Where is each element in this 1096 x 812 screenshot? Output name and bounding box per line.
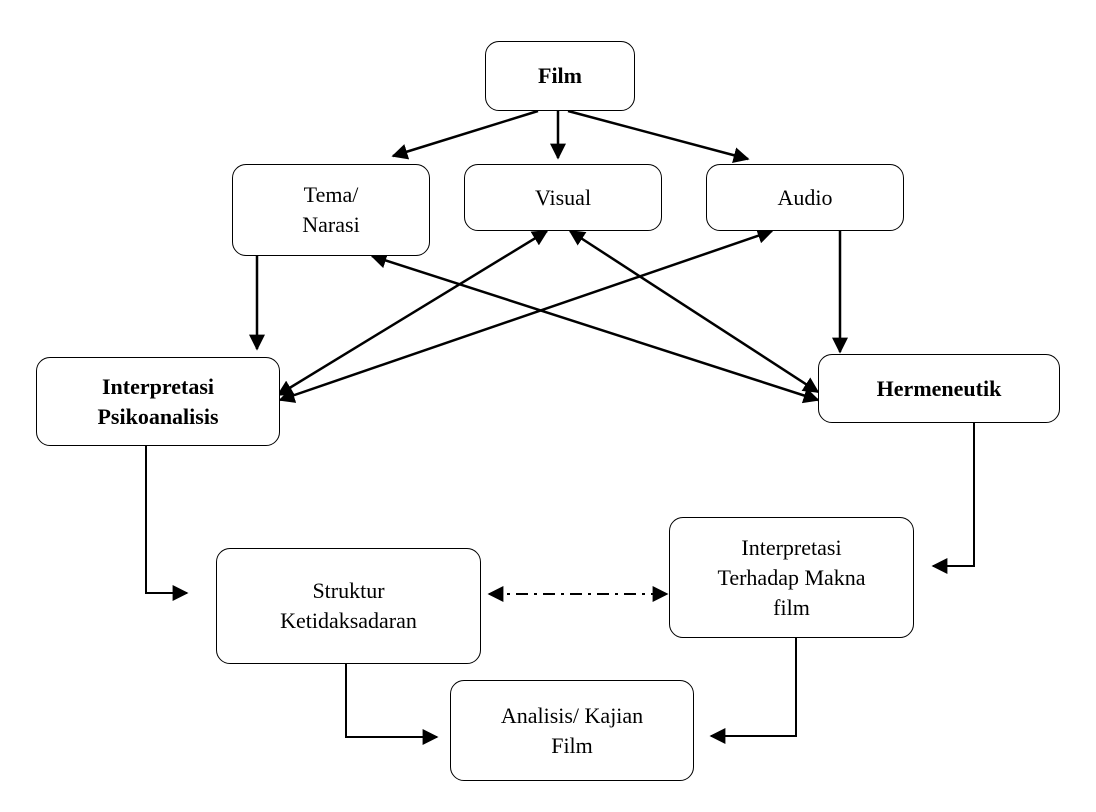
node-hermeneutik: Hermeneutik xyxy=(818,354,1060,423)
node-label-line: Interpretasi xyxy=(741,534,842,560)
node-label-line: Narasi xyxy=(302,212,360,237)
arrow-psikoanalisis-to-struktur xyxy=(145,446,189,601)
node-visual: Visual xyxy=(464,164,662,231)
node-label-line: Film xyxy=(551,732,593,758)
node-label-line: Interpretasi xyxy=(101,373,215,399)
node-label-line: Struktur xyxy=(312,578,385,603)
node-label-line: Terhadap Makna xyxy=(717,564,866,590)
node-label-line: Hermeneutik xyxy=(876,375,1002,401)
arrow-struktur-to-analisis xyxy=(345,664,439,745)
node-audio: Audio xyxy=(706,164,904,231)
node-label-line: Tema/ xyxy=(303,182,359,207)
node-tema-narasi: Tema/Narasi xyxy=(232,164,430,256)
arrow-film-to-tema xyxy=(391,109,539,160)
node-label-line: Film xyxy=(538,63,582,88)
node-label-line: Audio xyxy=(777,184,833,210)
node-label-line: Visual xyxy=(534,184,592,210)
arrow-hermeneutik-to-makna xyxy=(931,423,975,574)
arrow-film-to-audio xyxy=(567,109,750,164)
node-label-line: Ketidaksadaran xyxy=(280,608,417,633)
node-label-line: film xyxy=(773,594,810,620)
arrow-tema-hermeneutik xyxy=(370,252,820,404)
arrow-visual-hermeneutik xyxy=(568,229,820,394)
node-label-line: Analisis/ Kajian xyxy=(500,702,644,728)
arrow-makna-to-analisis xyxy=(709,638,797,744)
node-label-line: Psikoanalisis xyxy=(97,403,219,429)
node-film: Film xyxy=(485,41,635,111)
